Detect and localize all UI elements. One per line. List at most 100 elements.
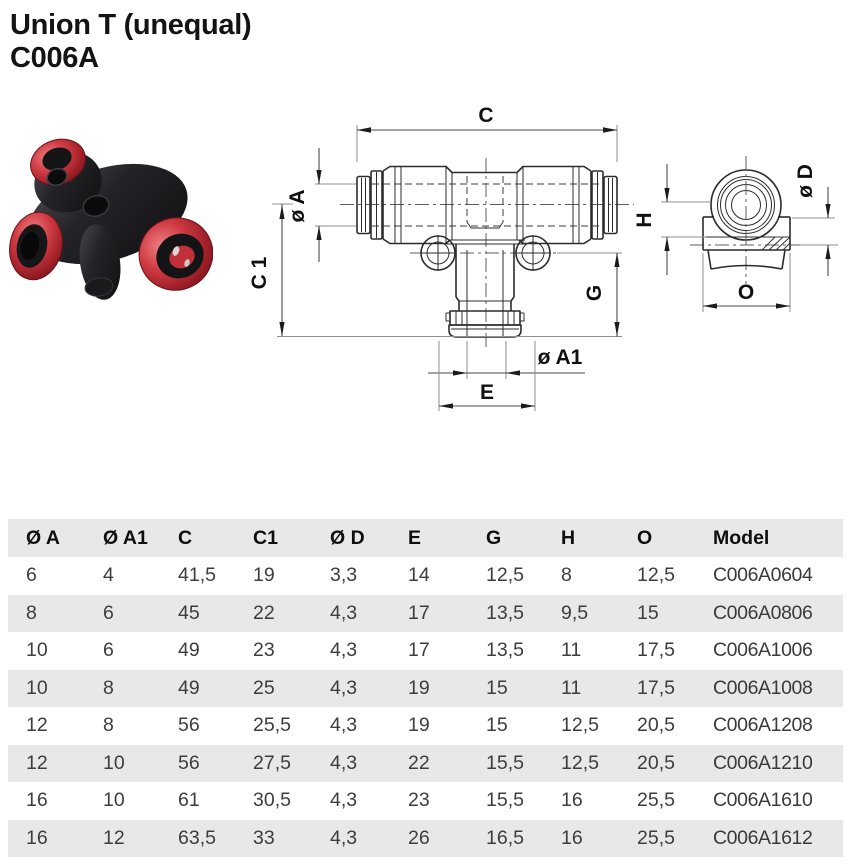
value-cell: 16 bbox=[561, 826, 583, 849]
value-cell: 12 bbox=[26, 714, 48, 737]
value-cell: 27,5 bbox=[253, 751, 291, 774]
value-cell: 16 bbox=[26, 789, 48, 812]
value-cell: 19 bbox=[408, 714, 430, 737]
value-cell: 8 bbox=[103, 676, 114, 699]
value-cell: 12,5 bbox=[561, 714, 599, 737]
value-cell: 4,3 bbox=[330, 789, 358, 812]
dim-label-o: O bbox=[738, 281, 754, 304]
dim-label-dia-a1: ø A1 bbox=[538, 346, 583, 369]
value-cell: 16,5 bbox=[486, 826, 524, 849]
value-cell: 20,5 bbox=[637, 751, 675, 774]
value-cell: 12,5 bbox=[561, 751, 599, 774]
value-cell: 11 bbox=[561, 676, 582, 699]
dim-label-c1: C 1 bbox=[250, 256, 271, 289]
value-cell: 10 bbox=[26, 676, 48, 699]
value-cell: 19 bbox=[408, 676, 430, 699]
value-cell: 16 bbox=[26, 826, 48, 849]
value-cell: 12 bbox=[26, 751, 48, 774]
value-cell: 6 bbox=[26, 564, 37, 587]
value-cell: 17,5 bbox=[637, 676, 675, 699]
value-cell: 22 bbox=[408, 751, 430, 774]
value-cell: 49 bbox=[178, 639, 200, 662]
value-cell: 25,5 bbox=[637, 789, 675, 812]
value-cell: 13,5 bbox=[486, 601, 524, 624]
value-cell: 45 bbox=[178, 601, 200, 624]
value-cell: 56 bbox=[178, 714, 200, 737]
value-cell: 4,3 bbox=[330, 826, 358, 849]
model-cell: C006A1006 bbox=[713, 639, 813, 662]
value-cell: 25 bbox=[253, 676, 275, 699]
model-cell: C006A1008 bbox=[713, 676, 813, 699]
dim-label-dia-a: ø A bbox=[286, 189, 309, 222]
value-cell: 17,5 bbox=[637, 639, 675, 662]
column-header: E bbox=[408, 526, 422, 549]
value-cell: 49 bbox=[178, 676, 200, 699]
page-title-line1: Union T (unequal) bbox=[10, 9, 252, 41]
dim-label-dia-d: ø D bbox=[794, 164, 817, 198]
column-header: G bbox=[486, 526, 502, 549]
value-cell: 61 bbox=[178, 789, 200, 812]
value-cell: 12,5 bbox=[637, 564, 675, 587]
value-cell: 4,3 bbox=[330, 601, 358, 624]
value-cell: 30,5 bbox=[253, 789, 291, 812]
value-cell: 14 bbox=[408, 564, 430, 587]
value-cell: 23 bbox=[408, 789, 430, 812]
value-cell: 22 bbox=[253, 601, 275, 624]
value-cell: 15 bbox=[486, 676, 508, 699]
value-cell: 25,5 bbox=[637, 826, 675, 849]
value-cell: 19 bbox=[253, 564, 275, 587]
model-cell: C006A1610 bbox=[713, 789, 813, 812]
value-cell: 25,5 bbox=[253, 714, 291, 737]
value-cell: 33 bbox=[253, 826, 275, 849]
column-header: Ø A1 bbox=[103, 526, 148, 549]
column-header: C bbox=[178, 526, 193, 549]
model-cell: C006A1208 bbox=[713, 714, 813, 737]
value-cell: 23 bbox=[253, 639, 275, 662]
model-cell: C006A1612 bbox=[713, 826, 813, 849]
table-row: 16 12 63,5 33 4,3 26 16,5 16 25,5 C006A1612 bbox=[8, 819, 843, 857]
value-cell: 15 bbox=[637, 601, 659, 624]
value-cell: 17 bbox=[408, 601, 430, 624]
table-row: 8 6 45 22 4,3 17 13,5 9,5 15 C006A0806 bbox=[8, 594, 843, 632]
value-cell: 8 bbox=[103, 714, 114, 737]
value-cell: 12,5 bbox=[486, 564, 524, 587]
value-cell: 6 bbox=[103, 601, 114, 624]
value-cell: 20,5 bbox=[637, 714, 675, 737]
value-cell: 8 bbox=[561, 564, 572, 587]
dim-label-e: E bbox=[480, 381, 494, 404]
value-cell: 4,3 bbox=[330, 676, 358, 699]
column-header: C1 bbox=[253, 526, 278, 549]
dim-label-h: H bbox=[633, 212, 656, 227]
value-cell: 9,5 bbox=[561, 601, 589, 624]
value-cell: 17 bbox=[408, 639, 430, 662]
value-cell: 4,3 bbox=[330, 639, 358, 662]
technical-drawing: C ø A C 1 G ø A1 E bbox=[250, 104, 838, 411]
value-cell: 15,5 bbox=[486, 789, 524, 812]
model-cell: C006A0806 bbox=[713, 601, 813, 624]
value-cell: 4 bbox=[103, 564, 114, 587]
value-cell: 4,3 bbox=[330, 714, 358, 737]
table-row: 10 8 49 25 4,3 19 15 11 17,5 C006A1008 bbox=[8, 669, 843, 707]
value-cell: 10 bbox=[26, 639, 48, 662]
value-cell: 63,5 bbox=[178, 826, 216, 849]
column-header: Ø A bbox=[26, 526, 60, 549]
column-header: H bbox=[561, 526, 576, 549]
value-cell: 56 bbox=[178, 751, 200, 774]
value-cell: 26 bbox=[408, 826, 430, 849]
model-cell: C006A0604 bbox=[713, 564, 813, 587]
product-photo bbox=[9, 138, 213, 300]
value-cell: 13,5 bbox=[486, 639, 524, 662]
value-cell: 15,5 bbox=[486, 751, 524, 774]
dim-label-g: G bbox=[583, 285, 606, 301]
value-cell: 8 bbox=[26, 601, 37, 624]
value-cell: 4,3 bbox=[330, 751, 358, 774]
value-cell: 12 bbox=[103, 826, 125, 849]
